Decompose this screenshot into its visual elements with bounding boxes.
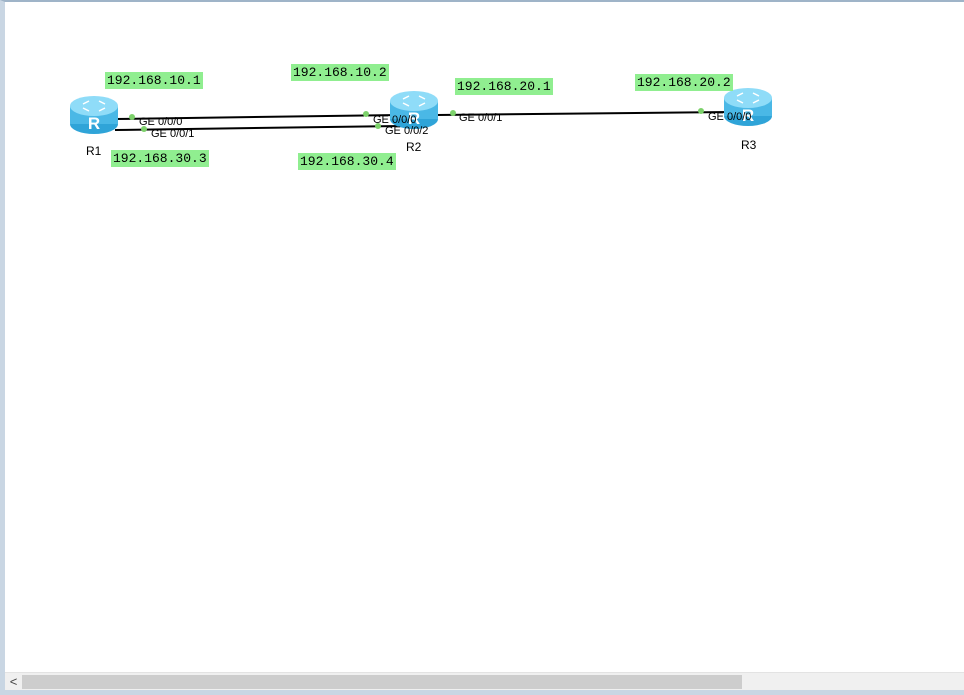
router-label-r1: R1	[86, 144, 102, 158]
ip-label-r1-ge000: 192.168.10.1	[105, 72, 203, 89]
ip-label-r2-ge000: 192.168.10.2	[291, 64, 389, 81]
port-label-r1-ge000: GE 0/0/0	[139, 116, 183, 128]
port-dot	[698, 108, 704, 114]
links-layer	[114, 111, 731, 131]
svg-text:R: R	[408, 109, 420, 128]
router-r1[interactable]: R	[69, 94, 119, 138]
ip-label-r1-ge001: 192.168.30.3	[111, 150, 209, 167]
port-label-r3-ge000: GE 0/0/0	[708, 111, 752, 123]
window-bottom-border	[0, 690, 964, 695]
port-dot	[129, 114, 135, 120]
horizontal-scrollbar[interactable]: <	[5, 672, 964, 691]
ip-label-r2-ge001: 192.168.20.1	[455, 78, 553, 95]
router-icon: R	[70, 96, 118, 134]
ip-label-r2-ge002: 192.168.30.4	[298, 153, 396, 170]
port-dot	[141, 126, 147, 132]
svg-text:R: R	[88, 114, 100, 133]
port-dot	[450, 110, 456, 116]
port-dot	[363, 111, 369, 117]
ip-label-r3-ge000: 192.168.20.2	[635, 74, 733, 91]
router-r2[interactable]: R	[389, 89, 439, 133]
scroll-left-arrow-icon[interactable]: <	[9, 674, 18, 689]
link-r2-r3	[436, 111, 731, 116]
router-label-r3: R3	[741, 138, 757, 152]
topology-canvas[interactable]: R R R R1 R2 R3 GE 0/0/0 GE 0/0/1 GE 0/0/…	[5, 2, 964, 672]
router-icon: R	[724, 88, 772, 126]
port-label-r1-ge001: GE 0/0/1	[151, 128, 195, 140]
port-label-r2-ge002: GE 0/0/2	[385, 125, 429, 137]
port-label-r2-ge001: GE 0/0/1	[459, 112, 503, 124]
port-label-r2-ge000: GE 0/0/0	[373, 114, 417, 126]
router-icon: R	[390, 91, 438, 129]
link-r1-r2-b	[114, 125, 401, 131]
port-dot	[375, 123, 381, 129]
link-r1-r2-a	[114, 114, 401, 120]
router-label-r2: R2	[406, 140, 422, 154]
router-r3[interactable]: R	[723, 86, 773, 130]
scroll-thumb[interactable]	[22, 675, 742, 689]
svg-text:R: R	[742, 106, 754, 125]
